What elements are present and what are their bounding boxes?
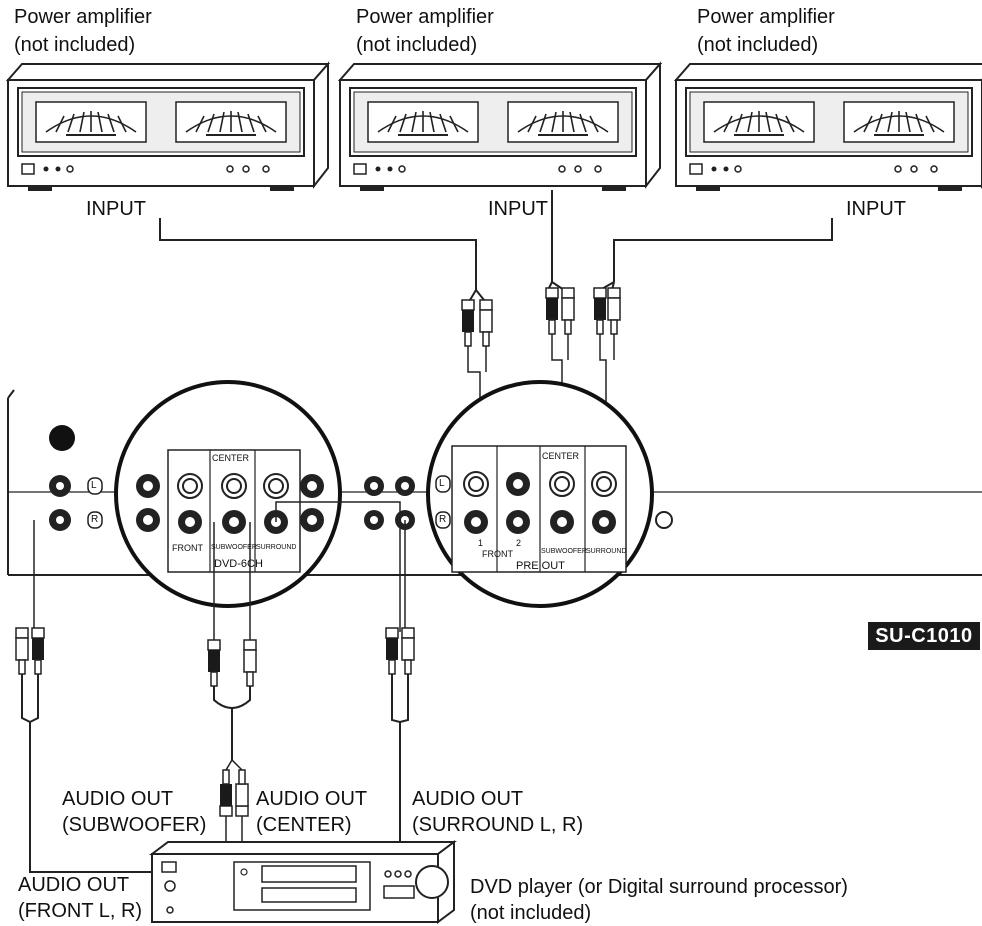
- preout-front2-label: 2: [516, 538, 522, 548]
- front-out-label-2: (FRONT L, R): [18, 900, 143, 922]
- center-out-label-1: AUDIO OUT: [256, 788, 368, 810]
- subwoofer-out-label-2: (SUBWOOFER): [62, 814, 207, 836]
- preout-front1-label: 1: [478, 538, 484, 548]
- dvd6ch-subwoofer-label: SUBWOOFER: [211, 544, 257, 551]
- front-out-label-1: AUDIO OUT: [18, 874, 130, 896]
- amp3-note: (not included): [697, 34, 819, 56]
- dvd-player: [149, 840, 457, 924]
- model-badge: SU-C1010: [868, 622, 980, 650]
- amp1-note: (not included): [14, 34, 136, 56]
- preout-group-label: PRE OUT: [516, 560, 565, 572]
- amp3-title: Power amplifier: [697, 6, 835, 28]
- preout-front-label: FRONT: [482, 549, 513, 559]
- surround-out-label-2: (SURROUND L, R): [412, 814, 584, 836]
- preout-surround-label: SURROUND: [586, 548, 627, 555]
- surround-out-label-1: AUDIO OUT: [412, 788, 524, 810]
- amp2-note: (not included): [356, 34, 478, 56]
- center-out-label-2: (CENTER): [256, 814, 352, 836]
- amp1-title: Power amplifier: [14, 6, 152, 28]
- dvd-player-label: DVD player (or Digital surround processo…: [470, 876, 848, 898]
- preout-detail: [426, 380, 654, 608]
- channel-l-label: L: [91, 480, 97, 491]
- preout-subwoofer-label: SUBWOOFER: [541, 548, 587, 555]
- subwoofer-out-label-1: AUDIO OUT: [62, 788, 174, 810]
- dvd6ch-center-label: CENTER: [212, 453, 250, 463]
- preout-center-label: CENTER: [542, 451, 580, 461]
- preout-channel-r-label: R: [439, 514, 447, 525]
- dvd-player-note: (not included): [470, 902, 592, 924]
- dvd6ch-detail: [114, 380, 342, 608]
- amp3-input-label: INPUT: [846, 198, 906, 220]
- channel-r-label: R: [91, 514, 99, 525]
- amplifier-2: [340, 64, 660, 191]
- preout-channel-l-label: L: [439, 478, 445, 489]
- amplifier-3: [676, 64, 982, 191]
- dvd6ch-surround-label: SURROUND: [256, 544, 297, 551]
- amplifier-1: [8, 64, 328, 191]
- amp2-input-label: INPUT: [488, 198, 548, 220]
- amp1-input-label: INPUT: [86, 198, 146, 220]
- dvd6ch-group-label: DVD-6CH: [214, 558, 263, 570]
- dvd6ch-front-label: FRONT: [172, 543, 203, 553]
- amp2-title: Power amplifier: [356, 6, 494, 28]
